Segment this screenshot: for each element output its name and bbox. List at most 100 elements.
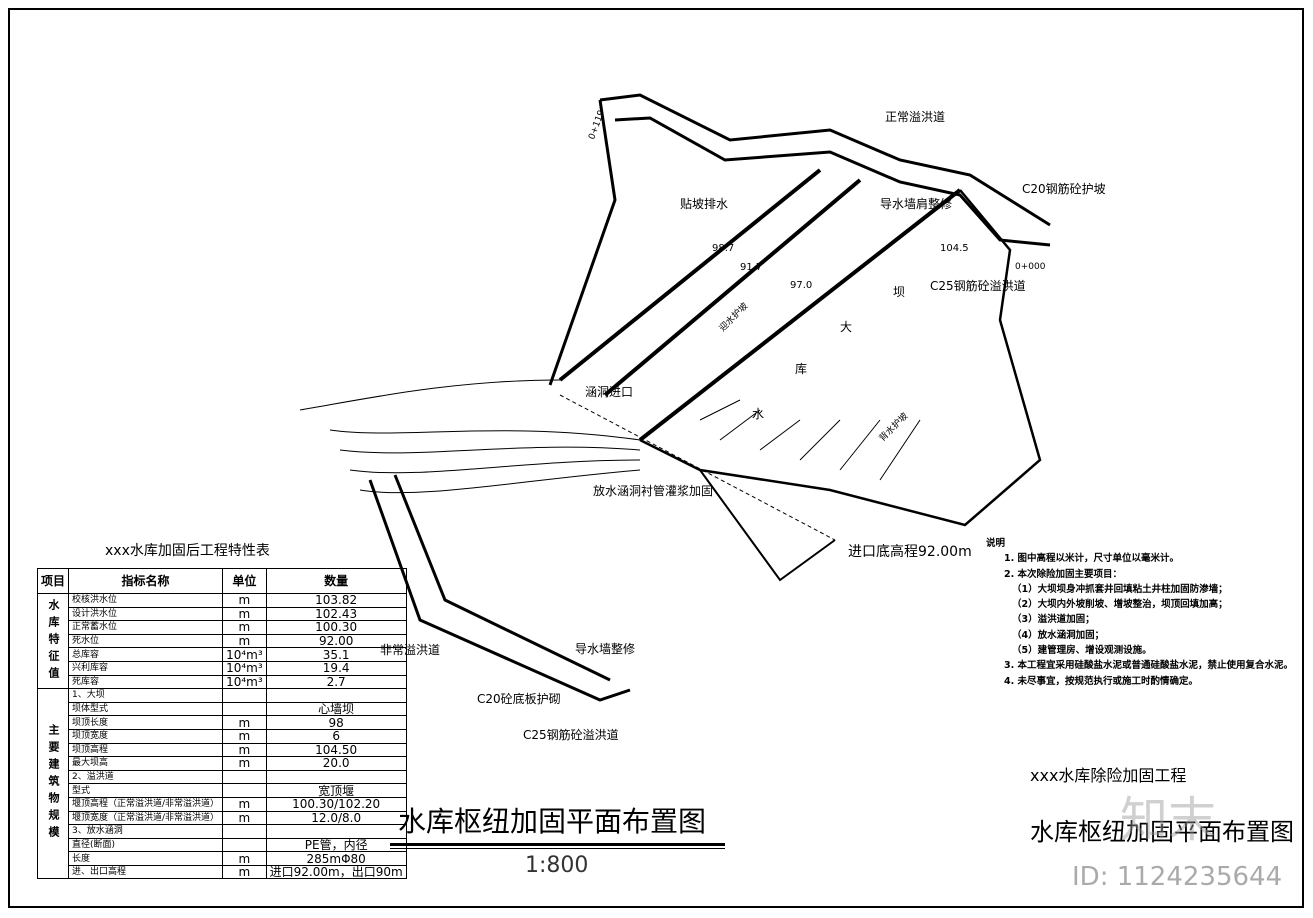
indicator-name: 最大坝高	[68, 756, 224, 771]
label-guide-wall: 导水墙整修	[575, 642, 636, 656]
header-value: 数量	[265, 568, 407, 594]
label-elev-3: 97.0	[790, 280, 813, 291]
indicator-name: 死水位	[68, 633, 224, 649]
indicator-name: 3、放水涵洞	[68, 824, 224, 839]
indicator-name: 坝顶宽度	[68, 728, 224, 744]
indicator-name: 型式	[68, 783, 224, 798]
unit	[222, 783, 267, 798]
title-block-drawing-name: 水库枢纽加固平面布置图	[1030, 818, 1294, 846]
value	[265, 688, 407, 703]
note-item: （4）放水涵洞加固；	[1012, 629, 1105, 641]
label-culvert-inlet: 涵洞进口	[585, 385, 634, 399]
notes-title: 说明	[986, 538, 1006, 549]
value: 12.0/8.0	[265, 810, 407, 826]
table-row: 直径(断面)PE管，内径	[38, 837, 407, 853]
value: 6	[265, 728, 407, 744]
value: 98	[265, 715, 407, 730]
label-res-2: 库	[795, 362, 808, 376]
value: 104.50	[265, 742, 407, 758]
image-id: ID: 1124235644	[1072, 862, 1283, 892]
note-item: （3）溢洪道加固；	[1012, 614, 1095, 626]
note-item: （5）建管理房、增设观测设施。	[1012, 645, 1152, 657]
drawing-title: 水库枢纽加固平面布置图	[398, 805, 707, 838]
label-elev-1: 98.7	[712, 243, 735, 254]
dam-crest-3	[638, 188, 962, 442]
indicator-name: 正常蓄水位	[68, 620, 224, 635]
normal-spillway-wall-inner	[614, 116, 1051, 247]
title-underline	[390, 843, 725, 846]
label-guide-wall-top: 导水墙肩整修	[880, 197, 953, 211]
indicator-name: 坝顶长度	[68, 715, 224, 730]
table-title: xxx水库加固后工程特性表	[105, 543, 270, 559]
indicator-name: 堰顶宽度（正常溢洪道/非常溢洪道）	[68, 810, 224, 826]
unit: 10⁴m³	[222, 647, 267, 662]
unit: m	[222, 620, 267, 635]
value: 2.7	[265, 674, 407, 690]
note-item: 2. 本次除险加固主要项目：	[1004, 568, 1123, 580]
contour-lines	[299, 379, 641, 494]
unit: m	[222, 728, 267, 744]
header-item: 项目	[36, 568, 70, 594]
dam-crest-1	[558, 168, 822, 382]
value: 20.0	[265, 756, 407, 771]
label-normal-spillway: 正常溢洪道	[885, 110, 946, 124]
indicator-name: 坝顶高程	[68, 742, 224, 758]
label-dam-2: 坝	[893, 285, 906, 299]
slope-hatching	[699, 399, 921, 481]
indicator-name: 坝体型式	[68, 701, 224, 717]
label-station-0: 0+000	[1015, 262, 1046, 272]
indicator-name: 设计洪水位	[68, 606, 224, 622]
indicator-name: 堰顶高程（正常溢洪道/非常溢洪道）	[68, 796, 224, 812]
indicator-name: 直径(断面)	[68, 837, 224, 853]
label-res-1: 水	[752, 407, 765, 421]
note-item: 4. 未尽事宜，按规范执行或施工时酌情确定。	[1004, 675, 1199, 687]
unit: m	[222, 796, 267, 812]
label-culvert: 放水涵洞衬管灌浆加固	[593, 484, 714, 498]
unit: m	[222, 593, 267, 608]
header-unit: 单位	[222, 568, 267, 594]
indicator-name: 长度	[68, 851, 224, 866]
value: 100.30	[265, 620, 407, 635]
value	[265, 824, 407, 839]
label-elev-4: 104.5	[940, 243, 969, 254]
value: 102.43	[265, 606, 407, 622]
header-name: 指标名称	[68, 568, 224, 594]
indicator-name: 1、大坝	[68, 688, 224, 703]
title-underline-thin	[390, 848, 725, 849]
label-c25-spillway-2: C25钢筋砼溢洪道	[523, 728, 619, 742]
emergency-spillway-inner	[393, 474, 611, 682]
table-row: 坝体型式心墙坝	[38, 701, 407, 717]
unit	[222, 769, 267, 785]
dam-crest-2	[603, 178, 862, 397]
indicator-name: 兴利库容	[68, 660, 224, 676]
table-row: 型式 宽顶堰	[38, 783, 407, 798]
dam-outline-left	[548, 99, 617, 386]
unit: m	[222, 864, 267, 880]
note-item: 3. 本工程宜采用硅酸盐水泥或普通硅酸盐水泥，禁止使用复合水泥。	[1004, 660, 1294, 672]
value: 宽顶堰	[265, 783, 407, 798]
table-row: 2、溢洪道	[38, 769, 407, 785]
unit: m	[222, 810, 267, 826]
unit	[222, 837, 267, 853]
sheet-border	[8, 8, 1304, 908]
culvert-line	[559, 394, 836, 541]
indicator-name: 总库容	[68, 647, 224, 662]
unit: 10⁴m³	[222, 674, 267, 690]
unit: m	[222, 633, 267, 649]
value: 19.4	[265, 660, 407, 676]
